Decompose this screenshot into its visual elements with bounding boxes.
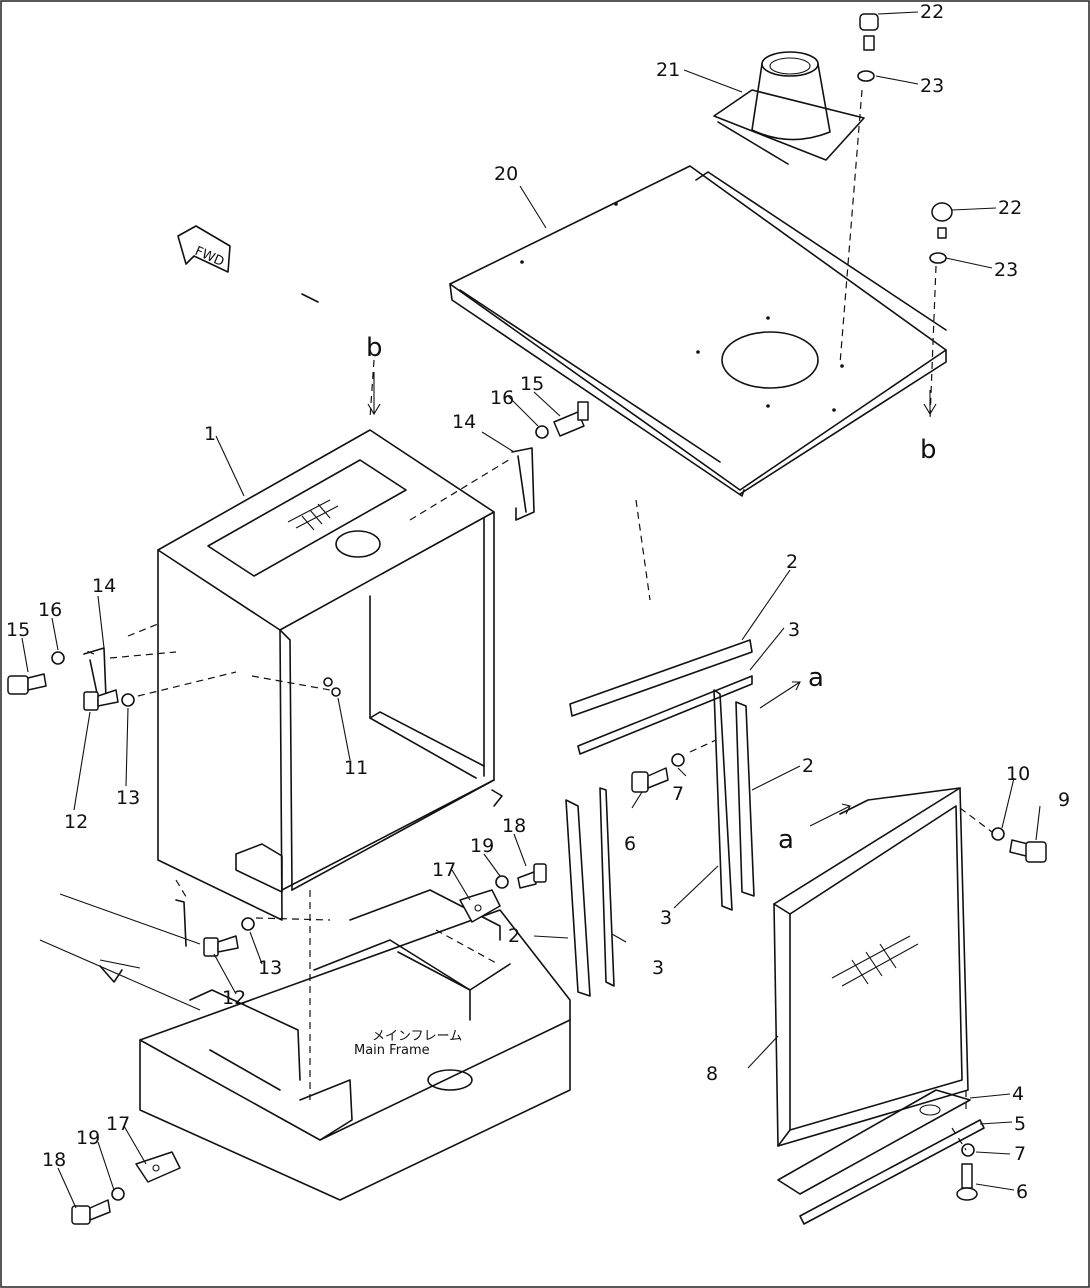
callout-19-right: 19 xyxy=(470,835,494,857)
view-marker-b-top: b xyxy=(366,333,383,363)
callout-19-left: 19 xyxy=(76,1127,100,1149)
callout-17-left: 17 xyxy=(106,1113,130,1135)
callout-6-mid: 6 xyxy=(624,833,636,855)
part-22-cap-upper xyxy=(859,13,879,51)
main-frame-label-en: Main Frame xyxy=(354,1043,430,1058)
callout-17-right: 17 xyxy=(432,859,456,881)
callout-3-mid: 3 xyxy=(660,907,672,929)
view-marker-b-bottom: b xyxy=(920,435,937,465)
part-16-washer-left xyxy=(51,651,65,665)
part-6-bolt-lower xyxy=(956,1163,978,1201)
callout-14-top: 14 xyxy=(452,411,476,433)
part-10-washer xyxy=(991,827,1005,841)
main-frame-label-jp: メインフレーム xyxy=(372,1029,462,1044)
callout-12-upper: 12 xyxy=(64,811,88,833)
fwd-arrow-icon: FWD xyxy=(177,225,231,273)
callout-13-upper: 13 xyxy=(116,787,140,809)
part-22-cap-lower xyxy=(931,202,953,239)
callout-23-lower: 23 xyxy=(994,259,1018,281)
part-3-seal-strip-left xyxy=(599,787,615,987)
view-marker-a-left: a xyxy=(778,825,794,855)
part-15-bolt-left xyxy=(7,673,47,695)
mesh-icon xyxy=(287,499,919,987)
fwd-label: FWD xyxy=(192,244,226,270)
part-19-washer-right xyxy=(495,875,509,889)
callout-2-left: 2 xyxy=(508,925,520,947)
part-1-radiator-cover xyxy=(157,293,503,921)
part-7-washer-mid xyxy=(671,753,685,767)
callout-4: 4 xyxy=(1012,1083,1024,1105)
part-6-bolt-mid xyxy=(631,767,669,793)
part-3-seal-strip-mid xyxy=(713,689,733,911)
part-12-bolt-upper xyxy=(83,689,119,711)
callout-12-lower: 12 xyxy=(222,987,246,1009)
part-16-washer-top xyxy=(535,425,549,439)
part-14-handle-top xyxy=(511,447,535,521)
part-21-duct xyxy=(713,51,865,165)
part-20-top-cover xyxy=(449,165,947,497)
callout-23-upper: 23 xyxy=(920,75,944,97)
callout-20: 20 xyxy=(494,163,518,185)
part-3-seal-strip-upper xyxy=(577,675,753,755)
callout-5: 5 xyxy=(1014,1113,1026,1135)
part-8-screen-frame xyxy=(773,787,969,1147)
callout-7-mid: 7 xyxy=(672,783,684,805)
part-18-bolt-right xyxy=(517,863,547,889)
leader-lines xyxy=(21,11,1041,1209)
callout-1: 1 xyxy=(204,423,216,445)
part-4-plate xyxy=(777,1089,971,1195)
callout-22-upper: 22 xyxy=(920,1,944,23)
callout-3-upper: 3 xyxy=(788,619,800,641)
callout-18-right: 18 xyxy=(502,815,526,837)
part-12-bolt-lower xyxy=(203,935,239,957)
part-17-bracket-right xyxy=(459,889,501,923)
callout-labels: 1 2 3 2 2 3 3 4 5 6 6 7 7 8 9 10 11 12 1… xyxy=(6,1,1070,1203)
part-23-washer-upper xyxy=(857,70,875,82)
callout-14-left: 14 xyxy=(92,575,116,597)
part-13-washer-upper xyxy=(121,693,135,707)
callout-15-top: 15 xyxy=(520,373,544,395)
callout-2-upper: 2 xyxy=(786,551,798,573)
callout-7-lower: 7 xyxy=(1014,1143,1026,1165)
callout-22-lower: 22 xyxy=(998,197,1022,219)
part-23-washer-lower xyxy=(929,252,947,264)
callout-6-lower: 6 xyxy=(1016,1181,1028,1203)
callout-16-left: 16 xyxy=(38,599,62,621)
part-11-fastener xyxy=(323,677,341,697)
callout-9: 9 xyxy=(1058,789,1070,811)
callout-13-lower: 13 xyxy=(258,957,282,979)
callout-21: 21 xyxy=(656,59,680,81)
part-2-seal-strip-left xyxy=(565,799,591,997)
callout-16-top: 16 xyxy=(490,387,514,409)
view-marker-a-right: a xyxy=(808,663,824,693)
callout-8: 8 xyxy=(706,1063,718,1085)
part-2-seal-strip-right xyxy=(735,701,755,897)
part-5-plate xyxy=(799,1119,985,1225)
part-17-bracket-left xyxy=(135,1151,181,1183)
part-19-washer-left xyxy=(111,1187,125,1201)
assembly-lines xyxy=(83,89,993,1151)
callout-18-left: 18 xyxy=(42,1149,66,1171)
callout-11: 11 xyxy=(344,757,368,779)
main-frame: メインフレーム Main Frame xyxy=(39,889,571,1201)
part-13-washer-lower xyxy=(241,917,255,931)
callout-3-left: 3 xyxy=(652,957,664,979)
part-7-washer-lower xyxy=(961,1143,975,1157)
part-9-bolt xyxy=(1009,839,1047,863)
part-15-bolt-top xyxy=(553,401,589,437)
part-18-bolt-left xyxy=(71,1199,111,1225)
callout-2-right: 2 xyxy=(802,755,814,777)
part-2-seal-strip-upper xyxy=(569,639,753,717)
callout-15-left: 15 xyxy=(6,619,30,641)
callout-10: 10 xyxy=(1006,763,1030,785)
